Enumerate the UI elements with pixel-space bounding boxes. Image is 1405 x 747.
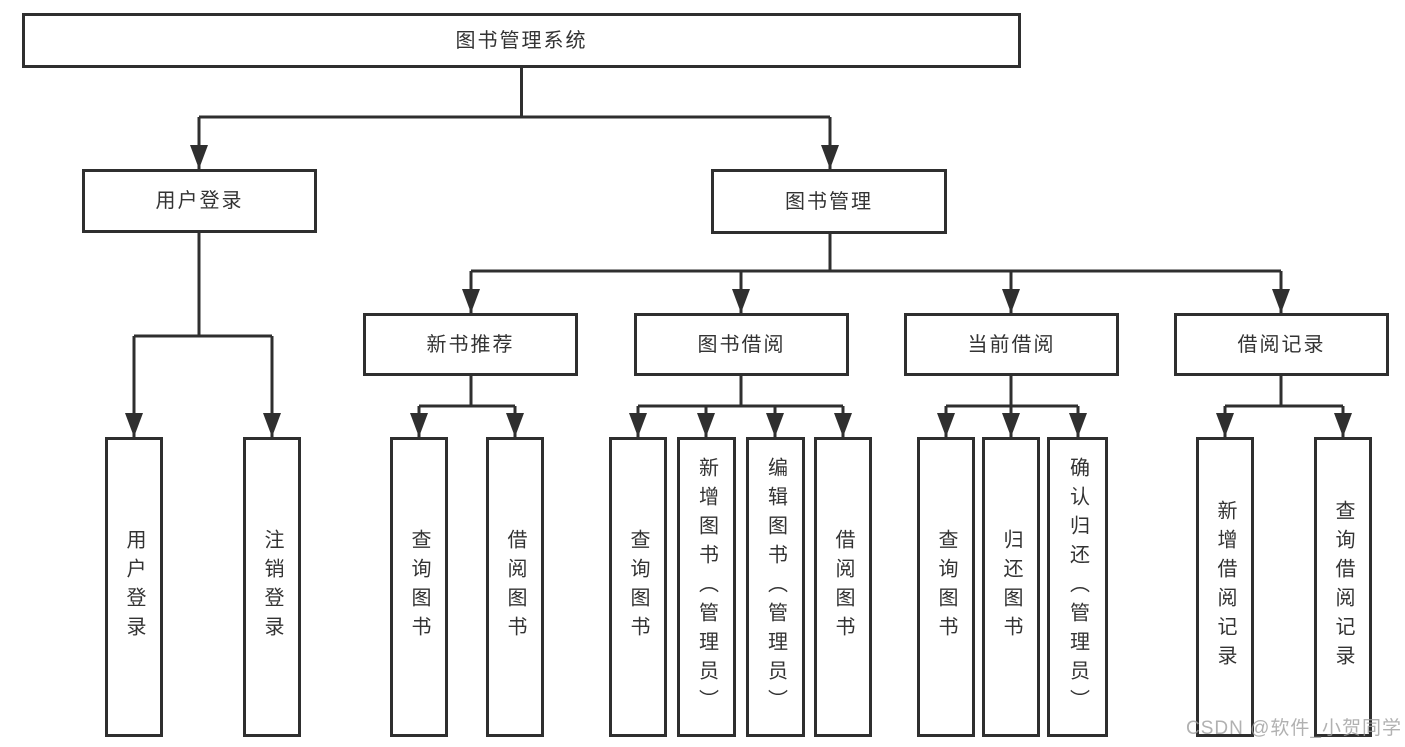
leaf-label: 借阅图书 (832, 529, 854, 645)
leaf-logout: 注销登录 (243, 437, 301, 737)
leaf-label: 借阅图书 (504, 529, 526, 645)
node-book-management: 图书管理 (711, 169, 947, 234)
leaf-label: 注销登录 (261, 529, 283, 645)
node-label: 图书管理系统 (455, 29, 588, 52)
node-current-borrow: 当前借阅 (904, 313, 1119, 376)
node-user-login: 用户登录 (82, 169, 317, 233)
leaf-borrow-books-recommend: 借阅图书 (486, 437, 544, 737)
node-borrow-records: 借阅记录 (1174, 313, 1389, 376)
leaf-add-book-admin: 新增图书（管理员） (677, 437, 736, 737)
leaf-label: 查询图书 (935, 529, 957, 645)
leaf-borrow-books: 借阅图书 (814, 437, 872, 737)
leaf-user-login: 用户登录 (105, 437, 163, 737)
node-label: 新书推荐 (426, 333, 515, 356)
node-label: 借阅记录 (1237, 333, 1326, 356)
node-new-book-recommend: 新书推荐 (363, 313, 578, 376)
node-label: 图书管理 (785, 190, 873, 213)
leaf-query-books-borrow: 查询图书 (609, 437, 667, 737)
leaf-edit-book-admin: 编辑图书（管理员） (746, 437, 805, 737)
node-label: 用户登录 (155, 190, 244, 212)
node-book-borrow: 图书借阅 (634, 313, 849, 376)
leaf-label: 归还图书 (1000, 529, 1022, 645)
leaf-label: 新增借阅记录 (1214, 500, 1236, 674)
node-label: 当前借阅 (967, 333, 1056, 356)
leaf-label: 确认归还（管理员） (1066, 456, 1089, 718)
leaf-label: 用户登录 (123, 529, 145, 645)
leaf-label: 查询借阅记录 (1332, 500, 1354, 674)
leaf-query-books-recommend: 查询图书 (390, 437, 448, 737)
leaf-label: 查询图书 (408, 529, 430, 645)
leaf-confirm-return-admin: 确认归还（管理员） (1047, 437, 1108, 737)
node-label: 图书借阅 (697, 333, 786, 356)
leaf-label: 编辑图书（管理员） (764, 456, 787, 718)
leaf-label: 查询图书 (627, 529, 649, 645)
leaf-query-borrow-record: 查询借阅记录 (1314, 437, 1372, 737)
leaf-add-borrow-record: 新增借阅记录 (1196, 437, 1254, 737)
node-root-system: 图书管理系统 (22, 13, 1021, 68)
leaf-query-books-current: 查询图书 (917, 437, 975, 737)
csdn-watermark: CSDN @软件_小贺同学 (1186, 718, 1402, 739)
leaf-return-books: 归还图书 (982, 437, 1040, 737)
leaf-label: 新增图书（管理员） (695, 456, 718, 718)
